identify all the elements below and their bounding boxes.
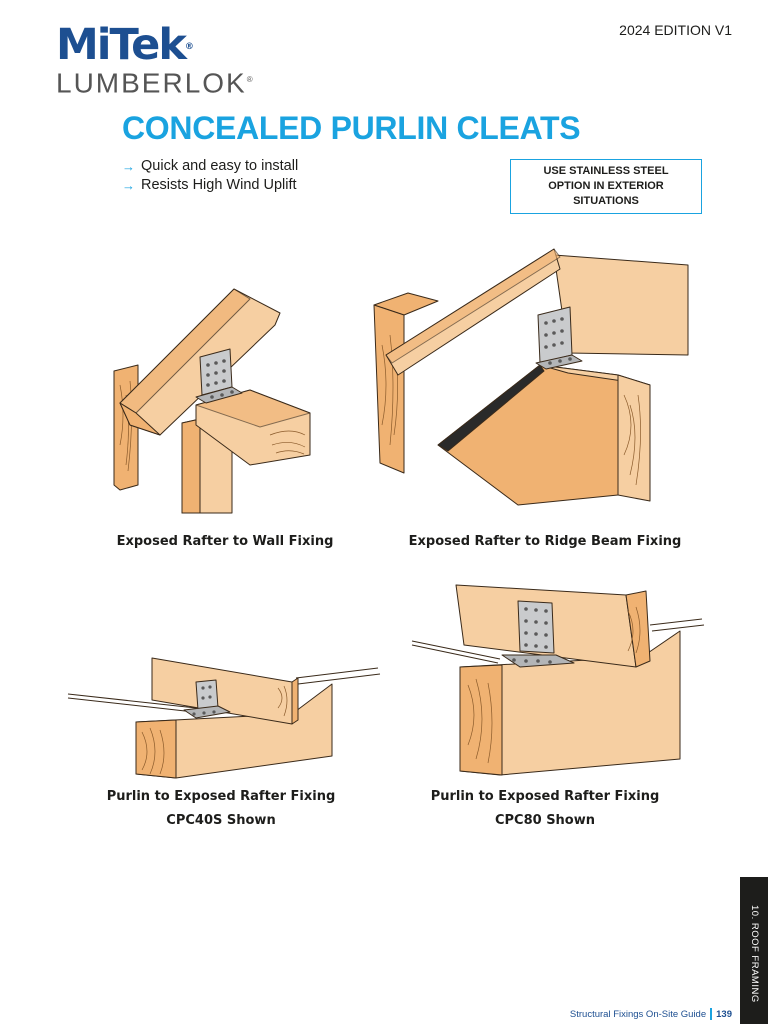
arrow-right-icon: → [122,178,135,193]
page-footer: Structural Fixings On-Site Guide 139 [570,1008,732,1020]
footer-separator [710,1008,713,1020]
caption-purlin-cpc40s: Purlin to Exposed Rafter Fixing CPC40S S… [106,789,336,828]
page-number: 139 [716,1008,732,1020]
figure-purlin-cpc40s [67,657,381,779]
caption-purlin-cpc80: Purlin to Exposed Rafter Fixing CPC80 Sh… [430,789,660,828]
section-tab[interactable]: 10. ROOF FRAMING [740,877,768,1024]
arrow-right-icon: → [122,159,135,174]
feature-list: →Quick and easy to install →Resists High… [122,157,298,195]
figure-rafter-to-ridge-beam [373,248,689,506]
feature-item: →Quick and easy to install [122,158,299,174]
page-title: CONCEALED PURLIN CLEATS [122,110,581,146]
brand-logo: MiTek® LUMBERLOK® [56,22,253,97]
figure-purlin-cpc80 [411,584,705,776]
brand-subname: LUMBERLOK® [56,67,253,99]
brand-name: MiTek® [56,20,194,70]
caption-rafter-to-ridge-beam: Exposed Rafter to Ridge Beam Fixing [408,534,682,549]
figure-rafter-to-wall [113,288,311,514]
stainless-steel-notice: USE STAINLESS STEEL OPTION IN EXTERIOR S… [510,159,702,214]
feature-item: →Resists High Wind Uplift [122,177,297,193]
footer-guide-title: Structural Fixings On-Site Guide [569,1008,707,1020]
section-tab-label: 10. ROOF FRAMING [749,905,760,1003]
caption-rafter-to-wall: Exposed Rafter to Wall Fixing [116,534,334,549]
edition-label: 2024 EDITION V1 [619,22,732,38]
